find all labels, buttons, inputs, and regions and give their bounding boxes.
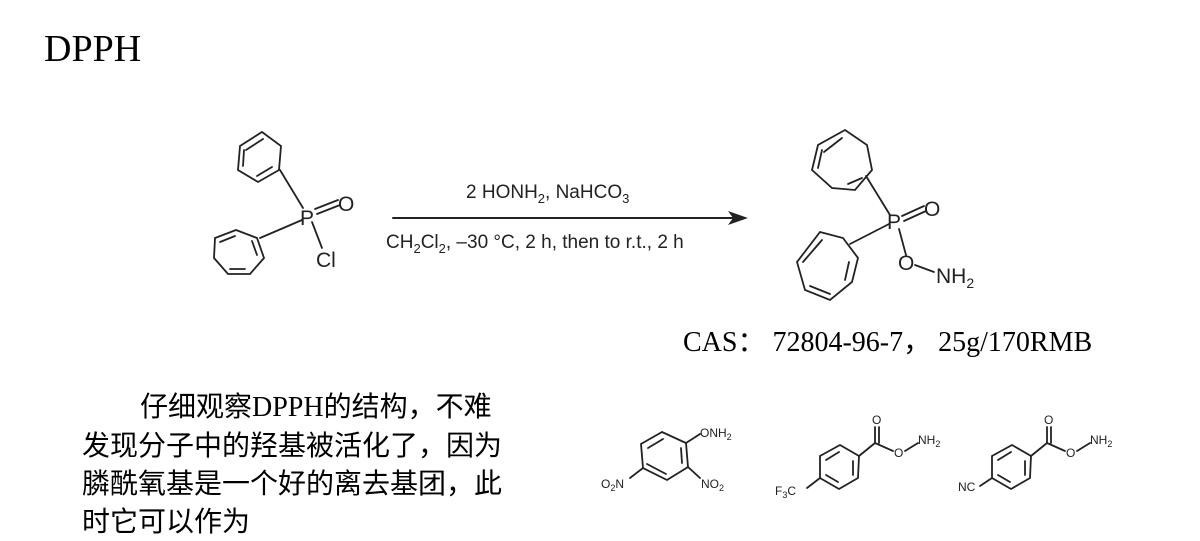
example2-nh2-label: NH2	[918, 433, 940, 449]
example2-ester-o-label: O	[894, 446, 903, 460]
reaction-reagents: 2 HONH2, NaHCO3	[466, 182, 630, 206]
reactant-upper-phenyl	[237, 130, 282, 184]
example3-nh2-label: NH2	[1090, 433, 1112, 449]
product-ester-o-label: O	[898, 252, 914, 275]
example3-carbonyl-o-label: O	[1044, 413, 1053, 427]
product-o-label: O	[924, 198, 940, 221]
reactant-lower-phenyl	[213, 229, 266, 275]
example3-nc-label: NC	[958, 480, 976, 494]
reaction-conditions: CH2Cl2, –30 °C, 2 h, then to r.t., 2 h	[386, 232, 684, 256]
product-upper-phenyl	[810, 128, 873, 191]
example1-left-no2-label: O2N	[601, 477, 624, 493]
product-nh2-label: NH2	[936, 265, 974, 291]
reactant-p-label: P	[300, 207, 314, 230]
example2-ring	[819, 443, 860, 491]
example1-onh2-label: ONH2	[700, 426, 732, 442]
reactant-o-label: O	[338, 193, 354, 216]
cas-info: CAS： 72804-96-7， 25g/170RMB	[683, 327, 1093, 358]
product-lower-phenyl	[796, 230, 859, 302]
example1-ring	[640, 430, 689, 482]
example2-cf3-label: F3C	[775, 484, 796, 500]
reaction-scheme: P O Cl P O O NH2 ONH2 NO2 O2N O O NH2 F3…	[213, 128, 1112, 500]
page-title: DPPH	[44, 28, 142, 70]
product-p-label: P	[887, 211, 901, 234]
example2-carbonyl-o-label: O	[872, 413, 881, 427]
example3-ring	[991, 443, 1032, 491]
example1-right-no2-label: NO2	[701, 477, 724, 493]
description-paragraph: 仔细观察DPPH的结构，不难发现分子中的羟基被活化了，因为膦酰氧基是一个好的离去…	[82, 390, 503, 538]
example3-ester-o-label: O	[1066, 446, 1075, 460]
reactant-cl-label: Cl	[316, 249, 336, 272]
